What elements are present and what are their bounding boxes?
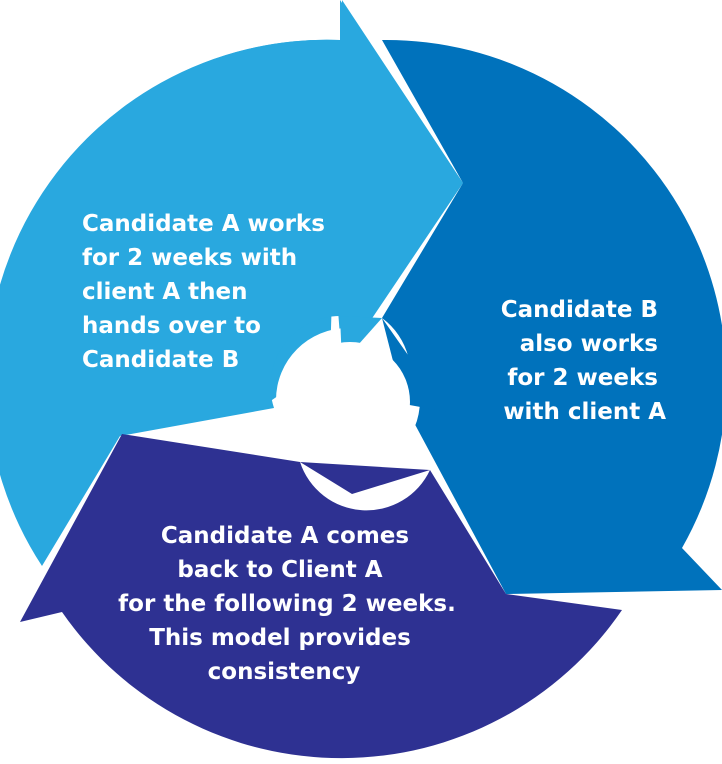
segment-candidate-b-tip — [382, 318, 448, 412]
segment-b-line: for 2 weeks — [507, 365, 658, 391]
segment-candidate-a-returns-body — [20, 434, 622, 759]
segment-a-line: for 2 weeks with — [82, 245, 297, 271]
segment-a-line: Candidate B — [82, 347, 239, 373]
segment-c-line: for the following 2 weeks. — [118, 591, 456, 617]
segment-b-line: also works — [520, 331, 658, 357]
center-hole-mask — [290, 342, 410, 462]
segment-c-line: consistency — [208, 659, 361, 685]
segment-candidate-a-body — [0, 0, 463, 566]
segment-a-line: Candidate A works — [82, 211, 325, 237]
segment-candidate-b-text: Candidate B also works for 2 weeks with … — [501, 297, 666, 425]
segment-a-line: client A then — [82, 279, 248, 305]
segment-candidate-a-returns-tip — [300, 462, 430, 494]
segment-candidate-b-body — [382, 39, 722, 594]
segment-candidate-a-text: Candidate A works for 2 weeks with clien… — [82, 211, 333, 373]
segment-c-line: back to Client A — [177, 557, 382, 583]
segment-b-line: with client A — [503, 399, 666, 425]
segment-candidate-a-returns-text: Candidate A comes back to Client A for t… — [118, 523, 464, 685]
segment-c-line: This model provides — [149, 625, 411, 651]
segment-c-line: Candidate A comes — [161, 523, 409, 549]
segment-a-line: hands over to — [82, 313, 261, 339]
segment-b-line: Candidate B — [501, 297, 658, 323]
